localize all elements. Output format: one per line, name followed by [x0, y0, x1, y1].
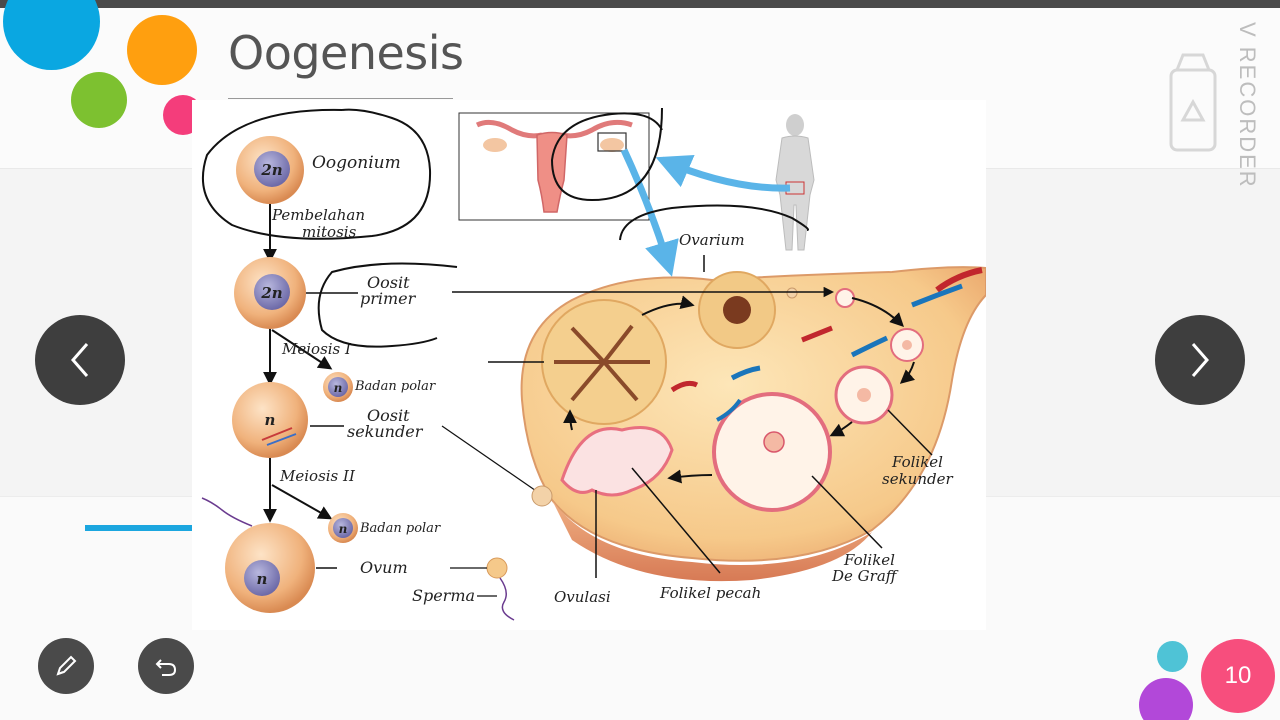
polar-body-1: n — [323, 372, 353, 402]
decor-dot-purple — [1139, 678, 1193, 720]
cell-oogonium: 2n — [236, 136, 304, 204]
cell-label: 2n — [260, 284, 282, 302]
label-folikel-sekunder-1: Folikel — [891, 453, 943, 471]
cell-label: n — [265, 411, 276, 429]
decor-dot-green — [71, 72, 127, 128]
female-silhouette — [775, 114, 815, 251]
next-slide-button[interactable] — [1155, 315, 1245, 405]
chevron-left-icon — [71, 343, 89, 377]
cell-label: n — [334, 381, 343, 395]
sperm-illustration — [201, 497, 515, 621]
label-meiosis-1: Meiosis I — [281, 340, 352, 358]
title-underline — [228, 98, 453, 99]
label-meiosis-2: Meiosis II — [279, 467, 356, 485]
handwritten-annotations — [201, 107, 809, 348]
cell-oosit-sekunder: n — [232, 382, 308, 458]
page-number-badge: 10 — [1201, 639, 1275, 713]
accent-line — [85, 525, 192, 531]
label-badan-polar-1: Badan polar — [354, 379, 436, 394]
label-folikel-de-graff-1: Folikel — [843, 551, 895, 569]
label-folikel-sekunder-2: sekunder — [882, 470, 953, 488]
pen-icon — [56, 655, 77, 676]
label-ovarium: Ovarium — [679, 231, 745, 249]
label-mitosis: mitosis — [302, 223, 357, 241]
oogenesis-diagram: 2n 2n n n n n — [192, 100, 986, 630]
label-pembelahan: Pembelahan — [271, 206, 365, 224]
decor-dot-orange — [127, 15, 197, 85]
recorder-logo-icon — [1169, 53, 1217, 152]
cell-ovum: n — [225, 523, 315, 613]
label-oosit-primer-2: primer — [360, 289, 417, 308]
label-oosit-sekunder-1: Oosit — [367, 406, 410, 425]
label-oosit-primer-1: Oosit — [367, 273, 410, 292]
label-ovulasi: Ovulasi — [554, 588, 611, 606]
label-oosit-sekunder-2: sekunder — [347, 422, 424, 441]
label-oogonium: Oogonium — [312, 153, 401, 173]
top-bar — [0, 0, 1280, 8]
previous-slide-button[interactable] — [35, 315, 125, 405]
label-ovum: Ovum — [360, 558, 408, 577]
cell-label: n — [339, 522, 348, 536]
cell-oosit-primer: 2n — [234, 257, 306, 329]
pen-tool-button[interactable] — [38, 638, 94, 694]
label-badan-polar-2: Badan polar — [359, 521, 441, 536]
cell-label: 2n — [260, 161, 282, 179]
uterus-inset — [458, 112, 650, 221]
watermark-text: V RECORDER — [1235, 22, 1260, 189]
cell-label: n — [257, 570, 268, 588]
label-sperma: Sperma — [412, 586, 475, 605]
ovary-illustration — [520, 266, 986, 582]
slide-title: Oogenesis — [228, 26, 464, 80]
label-folikel-pecah: Folikel pecah — [659, 584, 761, 602]
undo-icon — [155, 659, 177, 676]
undo-button[interactable] — [138, 638, 194, 694]
polar-body-2: n — [328, 513, 358, 543]
decor-dot-teal — [1157, 641, 1188, 672]
label-folikel-de-graff-2: De Graff — [831, 567, 899, 585]
chevron-right-icon — [1191, 343, 1209, 377]
